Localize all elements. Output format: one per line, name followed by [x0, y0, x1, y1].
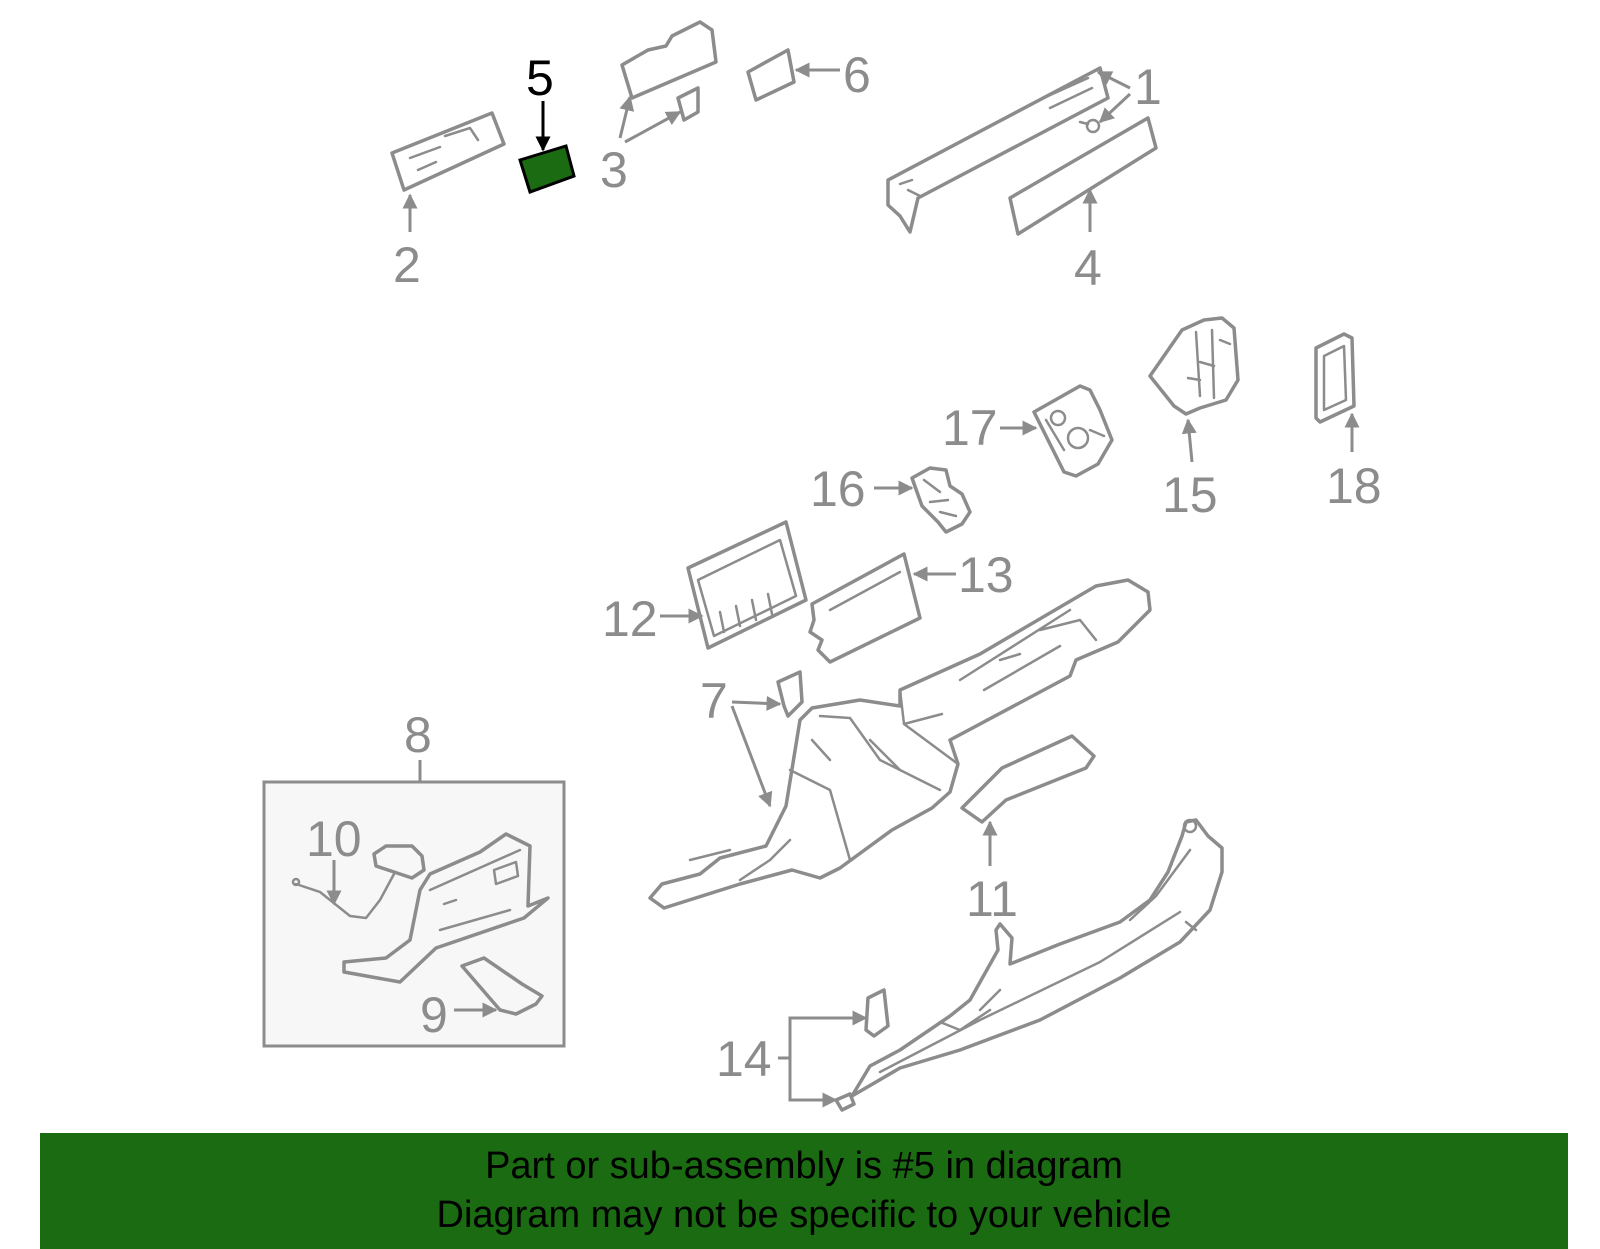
label-14: 14 [716, 1031, 772, 1087]
label-16: 16 [810, 461, 866, 517]
label-15: 15 [1162, 467, 1218, 523]
leader-3b [624, 110, 682, 144]
label-4: 4 [1074, 240, 1102, 296]
label-3: 3 [600, 142, 628, 198]
part-13 [808, 552, 922, 664]
part-9 [460, 956, 544, 1016]
label-6: 6 [843, 47, 871, 103]
label-5: 5 [526, 50, 554, 106]
part-11 [960, 734, 1096, 824]
label-12: 12 [602, 591, 658, 647]
leader-1b [1098, 92, 1132, 124]
part-7 [776, 670, 804, 718]
part-16 [910, 466, 972, 534]
part-1-bracket [886, 66, 1110, 234]
part-lower-trim [850, 818, 1224, 1098]
leader-7a [731, 695, 782, 711]
leader-15 [1181, 418, 1197, 463]
label-9: 9 [420, 987, 448, 1043]
label-18: 18 [1326, 458, 1382, 514]
part-17 [1032, 384, 1114, 478]
leader-7b [730, 705, 773, 808]
label-10: 10 [306, 811, 362, 867]
label-13: 13 [958, 547, 1014, 603]
leader-14b [788, 1058, 838, 1108]
banner-line-2: Diagram may not be specific to your vehi… [436, 1194, 1172, 1236]
label-1: 1 [1134, 59, 1162, 115]
part-6 [746, 48, 796, 102]
part-10-cable [291, 844, 426, 920]
part-3-bracket [620, 20, 718, 122]
label-11: 11 [966, 871, 1018, 927]
leader-14 [788, 1016, 866, 1058]
label-7: 7 [700, 673, 728, 729]
leader-1a [1096, 70, 1131, 90]
part-main-carrier [648, 578, 1152, 910]
label-2: 2 [393, 237, 421, 293]
part-5-highlighted [518, 144, 576, 194]
part-12-screen [686, 520, 808, 650]
part-18 [1314, 332, 1356, 424]
leader-3a [618, 95, 635, 139]
banner-line-1: Part or sub-assembly is #5 in diagram [485, 1144, 1123, 1187]
label-8: 8 [404, 707, 432, 763]
info-banner: Part or sub-assembly is #5 in diagram Di… [40, 1133, 1568, 1249]
part-15 [1148, 316, 1240, 416]
label-17: 17 [942, 400, 998, 456]
part-4-strip [1008, 116, 1158, 236]
part-2-panel [390, 111, 506, 192]
part-8-glove-box [342, 832, 550, 984]
